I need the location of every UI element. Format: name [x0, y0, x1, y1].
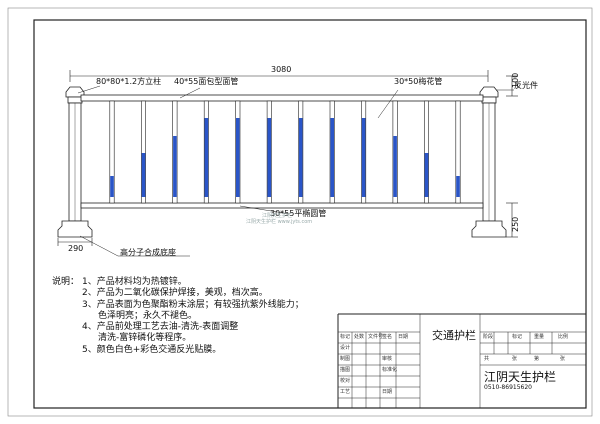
project-name: 交通护栏: [432, 329, 476, 342]
picket-reflective-strip: [393, 136, 397, 197]
company-name: 江阴天生护栏: [484, 370, 557, 384]
cell-label-no: 第: [534, 356, 540, 362]
note-item-5: 4、产品前处理工艺去油-清洗-表面调整: [82, 322, 239, 333]
note-item-4: 色泽明亮；永久不褪色。: [98, 310, 198, 321]
cell-label-date-2: 日期: [382, 389, 393, 395]
callout-post: 80*80*1.2方立柱: [96, 77, 162, 86]
watermark-line-1: 江阴天生护栏: [262, 213, 293, 219]
top-rail: [80, 94, 484, 102]
cell-label-draw: 制图: [340, 356, 351, 362]
picket-reflective-strip: [361, 118, 366, 197]
leader-bottom-rail: [239, 205, 291, 215]
cell-label-count: 处数: [354, 334, 365, 340]
callout-top-tube: 30*50梅花管: [394, 77, 443, 86]
picket-reflective-strip: [330, 118, 334, 197]
left-base: [57, 220, 93, 238]
title-block-left-grid: [338, 314, 421, 408]
picket-tube: [423, 100, 429, 204]
picket-reflective-strip: [110, 176, 114, 197]
leader-post: [77, 85, 101, 94]
callout-reflector: 反光件: [514, 81, 538, 90]
cell-label-sheet: 张: [560, 356, 566, 362]
cell-label-trace: 描图: [340, 367, 351, 373]
cell-label-total: 共: [484, 356, 490, 362]
note-item-2: 2、产品为二氧化碳保护焊接，美观，档次高。: [82, 288, 268, 299]
pickets-group: [109, 100, 461, 204]
notes-block: 说明： 1、产品材料均为热镀锌。 2、产品为二氧化碳保护焊接，美观，档次高。 3…: [52, 277, 304, 356]
watermark-line-2: 江阴天生护栏 www.jyts.com: [246, 219, 313, 225]
outer-frame: [7, 7, 593, 417]
cell-label-review: 审核: [382, 356, 393, 362]
cell-label-scale: 比例: [558, 334, 569, 340]
picket-reflective-strip: [173, 136, 177, 197]
title-block-right-grid: [479, 314, 586, 408]
right-base: [471, 220, 507, 238]
picket-reflective-strip: [298, 118, 303, 197]
note-item-6: 清洗-富锌磷化等程序。: [98, 333, 192, 344]
callout-bottom-rail: 30*55平椭圆管: [270, 209, 327, 218]
note-item-3: 3、产品表面为色聚酯粉末涂层；有较强抗紫外线能力；: [82, 299, 304, 310]
note-item-7: 5、颜色白色+彩色交通反光贴膜。: [82, 344, 222, 355]
picket-tube: [109, 100, 115, 204]
leader-base: [79, 235, 119, 257]
cell-label-mark-2: 标记: [512, 334, 523, 340]
picket-reflective-strip: [456, 176, 460, 197]
picket-reflective-strip: [424, 153, 429, 197]
cell-label-stage: 阶段: [483, 334, 494, 340]
callout-base: 高分子合成底座: [120, 248, 176, 257]
cell-label-standard: 标准化: [382, 367, 398, 373]
cell-label-date: 日期: [398, 334, 409, 340]
inner-frame: [33, 19, 587, 409]
cell-label-weight: 重量: [534, 334, 545, 340]
cell-label-sheets: 张: [512, 356, 518, 362]
bottom-rail: [80, 202, 484, 209]
leader-top-rail: [179, 87, 201, 99]
cell-label-process: 工艺: [340, 389, 351, 395]
picket-reflective-strip: [204, 118, 209, 197]
picket-tube: [455, 100, 461, 204]
cell-label-file: 文件号: [368, 334, 384, 340]
leader-top-tube: [377, 89, 399, 119]
picket-reflective-strip: [236, 118, 240, 197]
cell-label-mark: 标记: [340, 334, 351, 340]
picket-reflective-strip: [141, 153, 146, 197]
dimension-label-length: 3080: [271, 65, 292, 74]
note-item-1: 1、产品材料均为热镀锌。: [82, 277, 187, 287]
cell-label-design: 设计: [340, 345, 351, 351]
notes-heading: 说明：: [52, 277, 80, 287]
cell-label-sign: 签名: [382, 334, 393, 340]
dimension-label-base-width: 290: [68, 244, 84, 253]
picket-reflective-strip: [267, 118, 272, 197]
picket-tube: [141, 100, 147, 204]
company-phone: 0510-86915620: [484, 384, 532, 391]
dimension-label-base: 250: [511, 216, 520, 232]
left-post-cap: [65, 86, 85, 98]
callout-top-rail: 40*55面包型面管: [174, 77, 239, 86]
cell-label-check: 校对: [340, 378, 351, 384]
